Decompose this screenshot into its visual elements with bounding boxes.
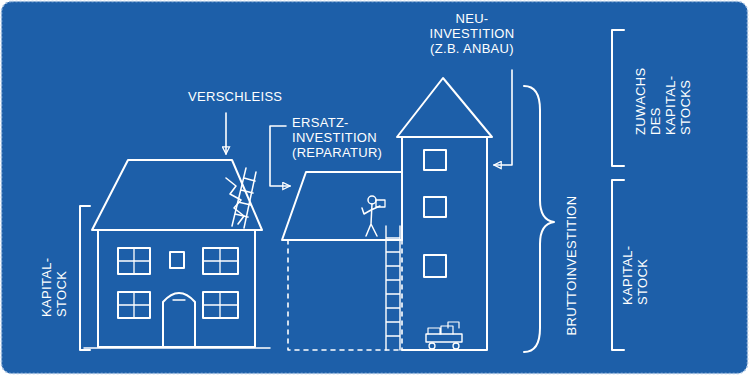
bracket bbox=[612, 30, 624, 166]
callout-label: ERSATZ- INVESTITION (REPARATUR) bbox=[292, 116, 387, 161]
bracket bbox=[80, 206, 90, 350]
brace bbox=[524, 86, 554, 352]
callout-label: KAPITAL- STOCK bbox=[621, 225, 651, 305]
house bbox=[84, 160, 270, 348]
house bbox=[282, 172, 462, 350]
leader-arrow bbox=[270, 126, 290, 186]
callout-label: VERSCHLEISS bbox=[188, 90, 298, 105]
callout-label: NEU- INVESTITION (Z.B. ANBAU) bbox=[422, 12, 522, 57]
callout-label: BRUTTOINVESTITION bbox=[565, 105, 580, 335]
leader-arrow bbox=[494, 70, 512, 165]
callout-label: ZUWACHS DES KAPITAL- STOCKS bbox=[634, 61, 694, 135]
tower bbox=[397, 78, 492, 350]
callout-label: KAPITAL- STOCK bbox=[40, 237, 70, 317]
leader-arrow bbox=[225, 113, 227, 154]
